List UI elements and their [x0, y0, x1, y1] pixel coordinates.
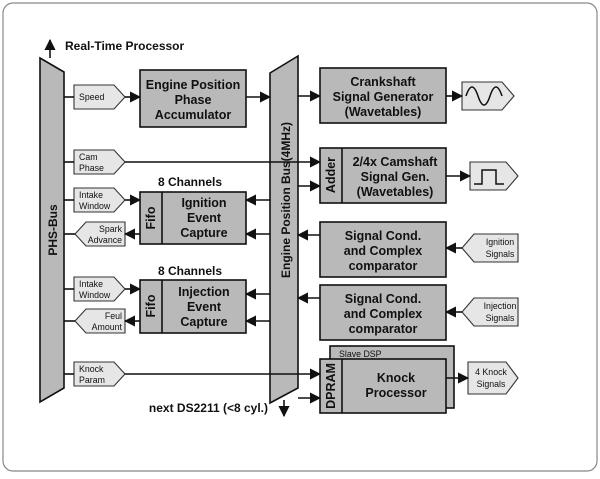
injection-channels-label: 8 Channels	[158, 264, 222, 278]
camshaft-output-tag	[469, 161, 519, 191]
slave-dsp-label: Slave DSP	[339, 349, 382, 359]
csg-line-3: (Wavetables)	[345, 105, 422, 119]
ignition-event-capture-block: Fifo Ignition Event Capture	[139, 191, 247, 245]
intake-window-ignition-tag: Intake Window	[73, 187, 126, 213]
fifo-injection-label: Fifo	[144, 294, 158, 317]
sine-wave-icon	[465, 86, 503, 106]
connections	[64, 90, 472, 418]
epa-line-1: Engine Position	[146, 78, 240, 92]
spark-advance-label-1: Spark	[99, 224, 123, 234]
ignition-channels-label: 8 Channels	[158, 175, 222, 189]
intake-window-ignition-label-2: Window	[79, 201, 111, 211]
ignition-signals-label-1: Ignition	[486, 237, 514, 247]
iec-line-2: Event	[187, 211, 222, 225]
iec-line-3: Capture	[180, 226, 227, 240]
knock-param-label-2: Param	[79, 375, 105, 385]
phs-bus-label: PHS-Bus	[46, 204, 60, 256]
scj-line-3: comparator	[349, 322, 418, 336]
intake-window-injection-label-1: Intake	[79, 279, 103, 289]
intake-window-ignition-label-1: Intake	[79, 190, 103, 200]
signal-cond-ignition-block: Signal Cond. and Complex comparator	[319, 221, 447, 278]
csg-line-2: Signal Generator	[333, 90, 434, 104]
engine-position-bus	[269, 54, 299, 405]
engine-position-phase-accumulator-block: Engine Position Phase Accumulator	[139, 69, 247, 128]
spark-advance-label-2: Advance	[88, 235, 122, 245]
scj-line-2: and Complex	[344, 307, 423, 321]
sci-line-1: Signal Cond.	[345, 229, 421, 243]
intake-window-injection-tag: Intake Window	[73, 276, 126, 302]
signal-cond-injection-block: Signal Cond. and Complex comparator	[319, 284, 447, 341]
knock-signals-label-1: 4 Knock	[475, 367, 507, 377]
adder-label: Adder	[324, 157, 338, 193]
injection-event-capture-block: Fifo Injection Event Capture	[139, 279, 247, 334]
pulse-wave-icon	[474, 169, 504, 185]
cam-phase-label-2: Phase	[79, 163, 104, 173]
fuel-amount-label-1: Feul	[105, 311, 122, 321]
fifo-ignition-label: Fifo	[144, 206, 158, 229]
camsg-line-3: (Wavetables)	[357, 185, 434, 199]
injection-signals-label-1: Injection	[484, 301, 517, 311]
injec-line-1: Injection	[178, 285, 229, 299]
real-time-processor-label: Real-Time Processor	[65, 39, 184, 53]
spark-advance-tag: Spark Advance	[74, 221, 126, 247]
fuel-amount-tag: Feul Amount	[74, 308, 126, 334]
dpram-label: DPRAM	[324, 363, 338, 409]
phs-bus	[39, 56, 65, 404]
camshaft-signal-generator-block: Adder 2/4x Camshaft Signal Gen. (Wavetab…	[319, 147, 447, 204]
intake-window-injection-label-2: Window	[79, 290, 111, 300]
crankshaft-signal-generator-block: Crankshaft Signal Generator (Wavetables)	[319, 67, 447, 124]
knock-signals-tag: 4 Knock Signals	[467, 361, 519, 395]
next-ds2211-label: next DS2211 (<8 cyl.)	[149, 401, 268, 415]
cam-phase-signal-tag: Cam Phase	[73, 149, 126, 175]
speed-signal-tag: Speed	[73, 84, 126, 110]
speed-signal-label: Speed	[79, 92, 105, 102]
camsg-line-1: 2/4x Camshaft	[353, 155, 439, 169]
injection-signals-label-2: Signals	[486, 313, 515, 323]
camsg-line-2: Signal Gen.	[361, 170, 430, 184]
scj-line-1: Signal Cond.	[345, 292, 421, 306]
engine-position-bus-label: Engine Position Bus(4MHz)	[279, 122, 293, 278]
crankshaft-output-tag	[461, 81, 515, 111]
cam-phase-label-1: Cam	[79, 152, 98, 162]
fuel-amount-label-2: Amount	[92, 322, 123, 332]
epa-line-3: Accumulator	[155, 108, 232, 122]
sci-line-2: and Complex	[344, 244, 423, 258]
epa-line-2: Phase	[175, 93, 212, 107]
injec-line-3: Capture	[180, 315, 227, 329]
knock-param-label-1: Knock	[79, 364, 104, 374]
iec-line-1: Ignition	[181, 196, 226, 210]
sci-line-3: comparator	[349, 259, 418, 273]
knock-param-tag: Knock Param	[73, 361, 126, 387]
knock-line-1: Knock	[377, 371, 415, 385]
csg-line-1: Crankshaft	[350, 75, 416, 89]
ignition-signals-tag: Ignition Signals	[461, 233, 519, 263]
ignition-signals-label-2: Signals	[486, 249, 515, 259]
injec-line-2: Event	[187, 300, 222, 314]
knock-line-2: Processor	[365, 386, 426, 400]
knock-processor-block: DPRAM Knock Processor	[319, 358, 447, 414]
knock-signals-label-2: Signals	[477, 379, 506, 389]
injection-signals-tag: Injection Signals	[461, 297, 519, 327]
